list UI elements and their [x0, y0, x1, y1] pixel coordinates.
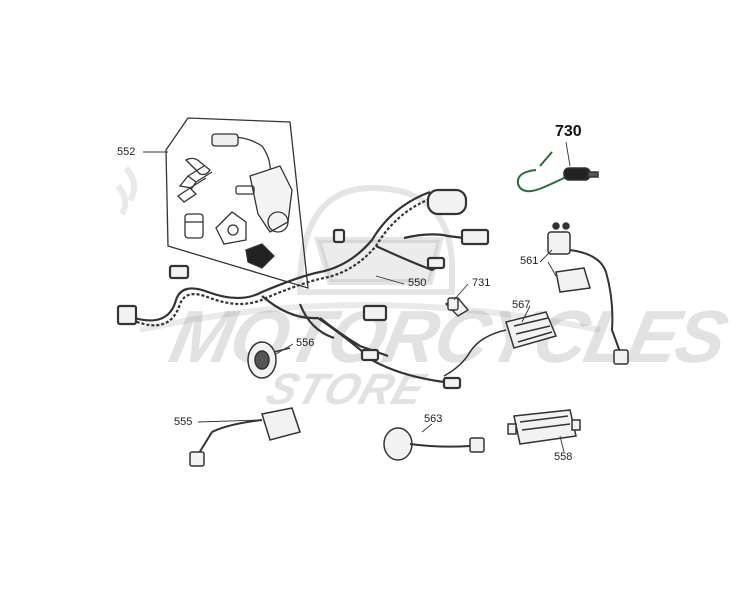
callout-550: 550: [408, 277, 427, 289]
voltage-regulator: [507, 409, 581, 445]
cdi-unit: [189, 407, 301, 467]
flasher-relay: [383, 427, 485, 461]
callout-556: 556: [296, 337, 315, 349]
ignition-lock-set-outline: [165, 117, 309, 289]
callout-730: 730: [555, 123, 582, 140]
callout-555: 555: [174, 416, 193, 428]
brake-light-switch: [516, 151, 599, 193]
callout-567: 567: [512, 299, 531, 311]
horn: [247, 341, 291, 379]
leader-lines: [143, 141, 571, 453]
callout-563: 563: [424, 413, 443, 425]
callout-731: 731: [472, 277, 491, 289]
callout-558: 558: [554, 451, 573, 463]
watermark-helmet-logo: [297, 184, 455, 295]
ignition-lock-set: [165, 117, 309, 289]
spark-plug-cap: [444, 297, 470, 317]
ignition-coil: [443, 311, 558, 377]
main-wiring-harness: [116, 188, 490, 390]
callout-561: 561: [520, 255, 539, 267]
callout-552: 552: [117, 146, 136, 158]
starter-relay: [547, 222, 629, 365]
